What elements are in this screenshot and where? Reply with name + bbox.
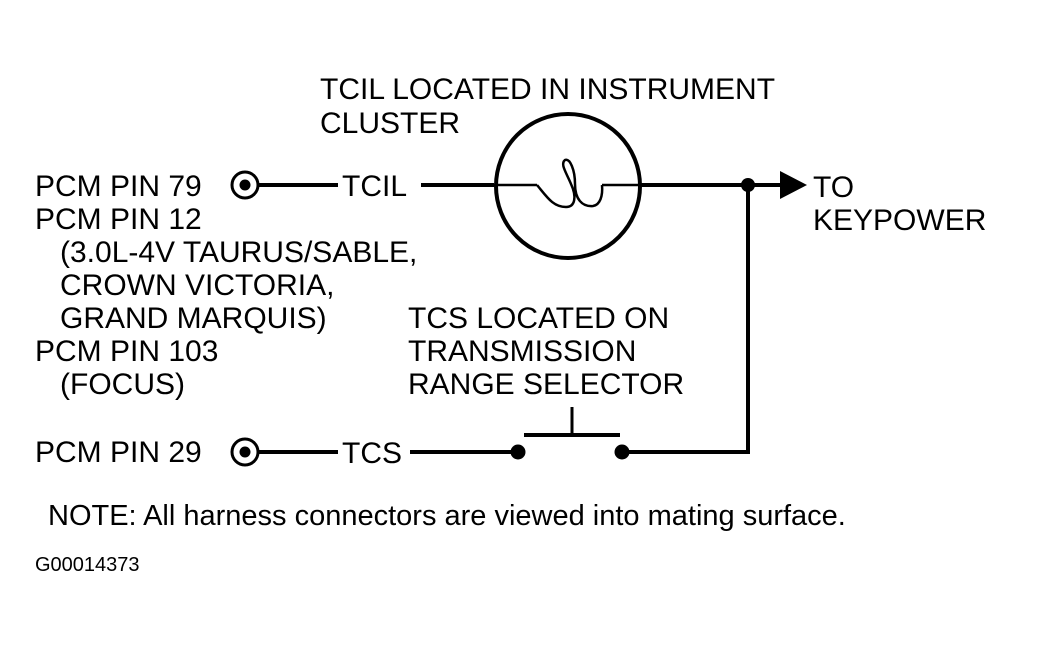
pcm-pin-103-note: (FOCUS)	[60, 368, 185, 401]
pcm-pin-12-note-2: CROWN VICTORIA,	[60, 269, 334, 302]
tcil-location-line-2: CLUSTER	[320, 107, 460, 140]
tcs-wire-label: TCS	[342, 437, 402, 470]
figure-id: G00014373	[35, 554, 140, 576]
lamp-icon	[494, 112, 642, 260]
connector-icon	[230, 170, 260, 200]
pcm-pin-12-note-3: GRAND MARQUIS)	[60, 302, 327, 335]
tcil-location-line-1: TCIL LOCATED IN INSTRUMENT	[320, 73, 775, 106]
to-keypower-line-2: KEYPOWER	[813, 204, 986, 237]
connector-icon	[230, 437, 260, 467]
tcil-wire-label: TCIL	[342, 170, 407, 203]
harness-note: NOTE: All harness connectors are viewed …	[48, 500, 846, 532]
pcm-pin-79-label: PCM PIN 79	[35, 170, 202, 203]
tcs-location-line-1: TCS LOCATED ON	[408, 302, 669, 335]
switch-icon	[510, 407, 630, 460]
tcs-location-line-3: RANGE SELECTOR	[408, 368, 684, 401]
to-keypower-line-1: TO	[813, 171, 854, 204]
tcs-location-line-2: TRANSMISSION	[408, 335, 636, 368]
pcm-pin-29-label: PCM PIN 29	[35, 436, 202, 469]
pcm-pin-12-label: PCM PIN 12	[35, 203, 202, 236]
arrow-icon	[780, 171, 807, 199]
pcm-pin-12-note-1: (3.0L-4V TAURUS/SABLE,	[60, 236, 417, 269]
pcm-pin-103-label: PCM PIN 103	[35, 335, 218, 368]
